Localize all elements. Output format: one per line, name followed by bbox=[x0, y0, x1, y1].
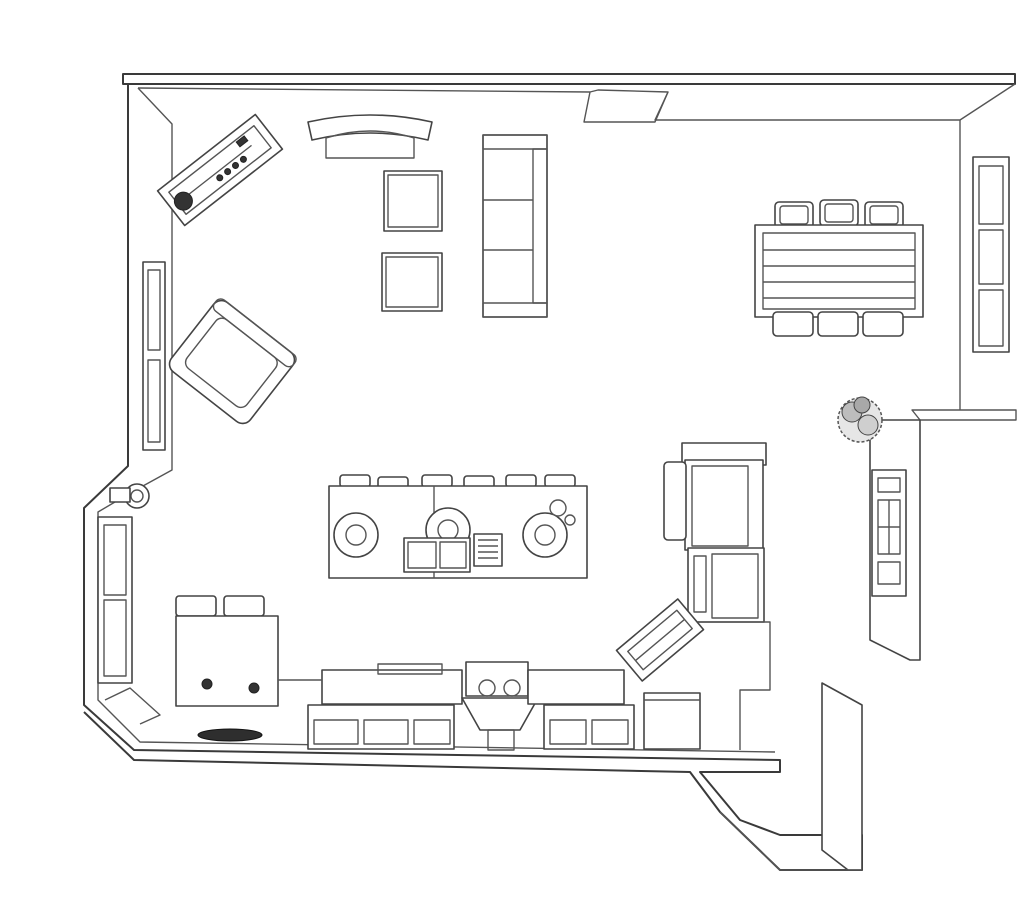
right-wall bbox=[911, 120, 1017, 421]
refrigerator bbox=[663, 442, 767, 551]
dining-area bbox=[754, 199, 924, 443]
curved-bench bbox=[307, 114, 433, 159]
pantry-cabinet bbox=[871, 469, 907, 597]
dish-rack bbox=[473, 533, 503, 567]
side-table bbox=[175, 615, 279, 707]
hall-wall bbox=[821, 682, 863, 871]
range-hood bbox=[461, 661, 539, 751]
base-cabinet bbox=[321, 663, 463, 705]
bar-stool bbox=[223, 595, 265, 617]
living-area bbox=[109, 113, 548, 509]
side-table bbox=[109, 483, 150, 509]
base-cabinet bbox=[543, 704, 635, 750]
wall-notch bbox=[583, 91, 669, 123]
wall-oven bbox=[687, 547, 765, 623]
tv-console bbox=[156, 113, 284, 227]
window bbox=[97, 516, 133, 684]
dining-chair bbox=[817, 311, 859, 337]
base-cabinet bbox=[307, 704, 455, 750]
dining-chair bbox=[864, 201, 904, 229]
dining-table bbox=[754, 224, 924, 318]
window bbox=[972, 156, 1010, 353]
base-cabinet bbox=[527, 669, 625, 705]
potted-plant bbox=[837, 396, 883, 443]
windows bbox=[97, 156, 1010, 684]
door-opening bbox=[104, 687, 161, 725]
dining-chair bbox=[862, 311, 904, 337]
dining-chair bbox=[819, 199, 859, 227]
kitchen-counter bbox=[698, 621, 771, 750]
kitchen-island bbox=[328, 485, 588, 579]
base-cabinet bbox=[643, 692, 701, 750]
outer-wall-top bbox=[122, 73, 1016, 85]
floor-mat bbox=[197, 728, 263, 742]
dining-chair bbox=[774, 201, 814, 229]
ottoman bbox=[381, 252, 443, 312]
window bbox=[142, 261, 166, 451]
ottoman bbox=[383, 170, 443, 232]
stove-range bbox=[615, 598, 705, 682]
kitchen-area bbox=[104, 442, 771, 751]
sofa bbox=[482, 134, 548, 318]
armchair bbox=[168, 298, 297, 425]
hall-floor bbox=[719, 811, 862, 871]
bar-stool bbox=[175, 595, 217, 617]
outer-wall-left bbox=[83, 84, 863, 871]
sink bbox=[403, 537, 471, 573]
dining-chair bbox=[772, 311, 814, 337]
inner-wall-top bbox=[137, 83, 1016, 121]
